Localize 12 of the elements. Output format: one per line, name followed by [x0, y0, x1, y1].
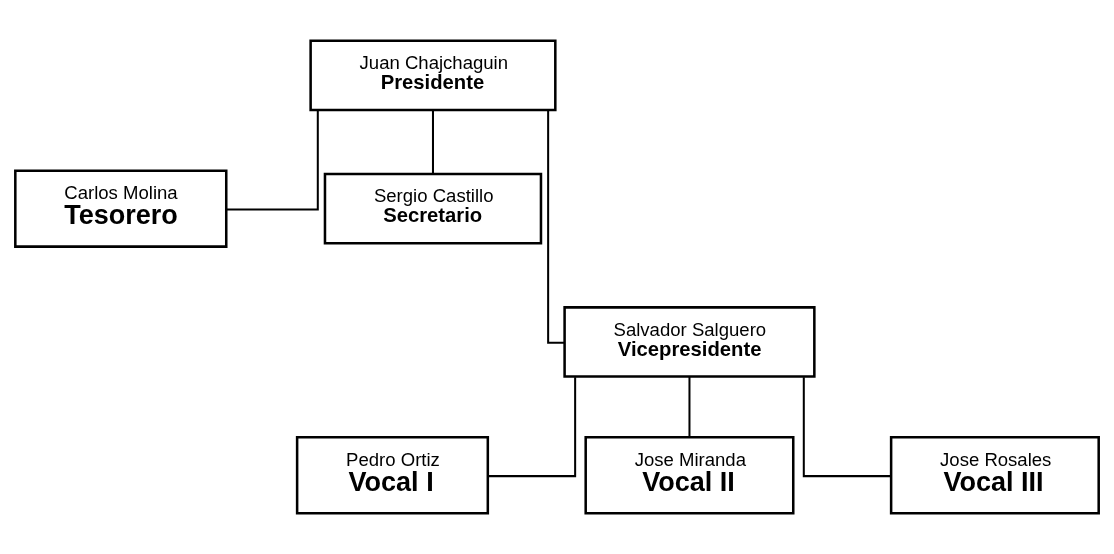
connector	[802, 377, 891, 478]
node-box: Pedro Ortiz Vocal I	[295, 436, 490, 515]
node-box: Sergio Castillo Secretario	[323, 172, 543, 245]
node-box: Juan Chajchaguin Presidente	[309, 39, 557, 112]
node-box: Jose Rosales Vocal III	[889, 436, 1100, 515]
connector	[431, 110, 434, 174]
node-box: Salvador Salguero Vicepresidente	[563, 306, 816, 378]
connector	[688, 377, 691, 438]
node-box: Carlos Molina Tesorero	[14, 169, 228, 248]
node-box: Jose Miranda Vocal II	[584, 436, 795, 515]
connector	[226, 110, 319, 211]
connector	[488, 377, 577, 478]
